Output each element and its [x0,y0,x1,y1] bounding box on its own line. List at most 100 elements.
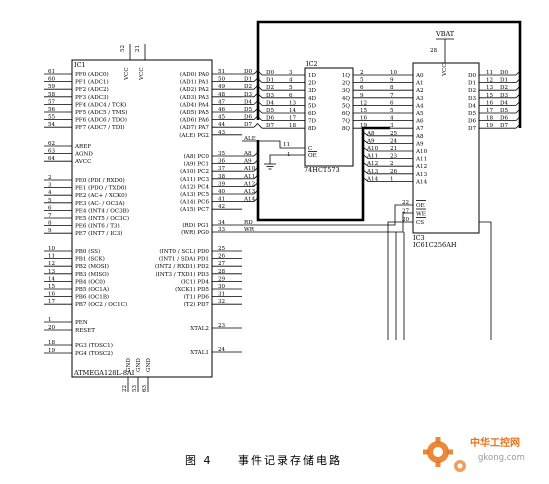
ic1-right-pin-name: (AD3) PA3 [180,94,210,101]
ic3-ctrl-num: 22 [402,200,410,206]
vbat-rail: VBAT [435,30,455,63]
ic1-right-pin-num: 24 [218,347,226,353]
ic3-data-label: D5 [468,111,476,117]
ic2-input-num: 5 [289,85,293,91]
figure-title: 事件记录存储电路 [238,453,342,467]
ic1-right-pin-name: (T1) PD6 [184,294,210,301]
ic1-left-pin-num: 7 [48,213,52,219]
ic3-addr-label: A7 [415,126,424,132]
ic2-input-num: 14 [289,108,297,114]
ic2-input-num: 18 [289,123,297,129]
ic1-right-pin-name: (A9) PC1 [184,161,209,168]
ic3-data-net: D4 [500,100,508,106]
ic1-right-pin-num: 40 [218,189,226,195]
ic3-addr-net: A9 [366,138,375,144]
ic1-right-pin-name: (A13) PC5 [180,191,209,198]
ic1-left-pin-name: PF7 (ADC7 / TDI) [75,124,125,131]
watermark-brand: 中华工控网 [470,436,520,449]
ic3-data-num: 19 [486,123,494,129]
ic3-addr-num: 1 [390,176,394,182]
ic1-left-pin-num: 60 [48,77,56,83]
ic1-right-pin-name: (A8) PC0 [184,153,210,160]
ic1-addr-net-label: A12 [243,181,256,187]
ic1-right-pin-num: 28 [218,269,226,275]
ic3-addr-label: A9 [415,141,424,147]
ic2-input-label: 3D [308,88,317,94]
ic1-right-pin-name: (INT1 / SDA) PD1 [159,256,209,263]
ic1-left-pin-name: PF4 (ADC4 / TCK) [75,101,126,108]
ic2-input-label: 6D [308,111,317,117]
vbat-label: VBAT [435,30,455,38]
ic1-right-pin-num: 23 [218,323,226,329]
ic1-left-pin-name: PE3 (AC- / OC3A) [75,200,125,207]
ic3-part: IC61C256AH [413,241,457,249]
ic2-input-net: D0 [266,70,274,76]
ic1-right-pin-name: (AD5) PA5 [180,109,210,116]
ic3-addr-net: A11 [366,154,378,160]
ic1-right-pin-num: 41 [218,197,225,203]
address-bus-wire [256,126,390,222]
ic3-addr-label: A14 [415,179,428,185]
ic1-left-pin-num: 58 [48,92,56,98]
ic3-addr-net: A8 [366,131,375,137]
ic2-output-num: 15 [360,108,368,114]
ic2-output-label: 8Q [342,126,351,132]
ic1-right-pin-name: XTAL1 [190,350,209,356]
ic3-ctrl-label: WE [416,212,426,218]
ic1-right-pin-num: 30 [218,284,226,290]
ic1-data-net-label: D2 [244,84,252,90]
ic1-right-pin-num: 46 [218,107,226,113]
ic1-left-pin-num: 63 [48,149,56,155]
ic1-left-pin-name: PB1 (SCK) [75,256,105,263]
ic1-data-net-label: D6 [244,115,252,121]
ic2-output-num: 16 [360,116,368,122]
ic3-addr-label: A5 [415,111,424,117]
ic1-right-pin-name: (A10) PC2 [180,168,209,175]
ic1-data-net-label: D4 [244,99,252,105]
ic1-left-pin-name: PE4 (INT4 / OC3B) [75,207,129,214]
ic1-right-pin-num: 33 [218,227,226,233]
ic1-left-pin-num: 11 [48,254,55,260]
ic1-right-pin-num: 48 [218,92,226,98]
ic1-left-pin-num: 2 [48,175,52,181]
ic1-gnd-pin-num: 63 [142,384,148,392]
ic1-left-pin-name: AVCC [74,159,91,165]
ic1-left-pin-name: PE1 (PDO / TXD0) [75,185,127,192]
ic1-left-pin-name: PF1 (ADC1) [75,79,109,86]
ic3-ctrl-label: OE [416,203,425,209]
ic3-ctrl-num: 27 [402,209,410,215]
ic3-data-label: D2 [468,88,476,94]
ic3-ref: IC3 [413,234,425,242]
ic2-bus-entry [257,123,263,129]
ic1-left-pin-num: 1 [48,317,52,323]
ic2-output-num: 9 [360,93,364,99]
ic3-data-label: D4 [468,103,476,109]
ic1-data-net-label: D5 [244,107,252,113]
ic1-left-pin-num: 61 [48,69,55,75]
ic2-input-num: 13 [289,100,297,106]
ic1-ale-net-label: ALE [243,136,256,142]
ic3-addr-label: A1 [415,81,424,87]
ic3-addr-num: 21 [390,146,397,152]
ic1-left-pin-name: PF0 (ADC0) [75,71,109,78]
ic2-input-num: 17 [289,116,297,122]
ic1-left-pin-num: 19 [48,348,56,354]
ic1-data-net-label: D1 [244,77,252,83]
ic1-right-pin-num: 43 [218,130,226,136]
ic3-addr-num: 25 [390,131,398,137]
ic3-addr-num: 9 [390,78,394,84]
ic1-right-pin-num: 35 [218,151,226,157]
ic1-left-pin-name: AGND [74,152,93,158]
ic3-data-net: D1 [500,78,508,84]
ic1-right-pin-name: (INT2 / RXD1) PD2 [155,263,209,270]
ic2-c-num: 11 [283,142,290,148]
ic2-input-net: D2 [266,85,274,91]
ic3-data-num: 11 [486,70,493,76]
ic1-right-pin-num: 44 [218,122,226,128]
ic3-data-net: D6 [500,116,508,122]
ic1-left-pin-num: 20 [48,325,56,331]
